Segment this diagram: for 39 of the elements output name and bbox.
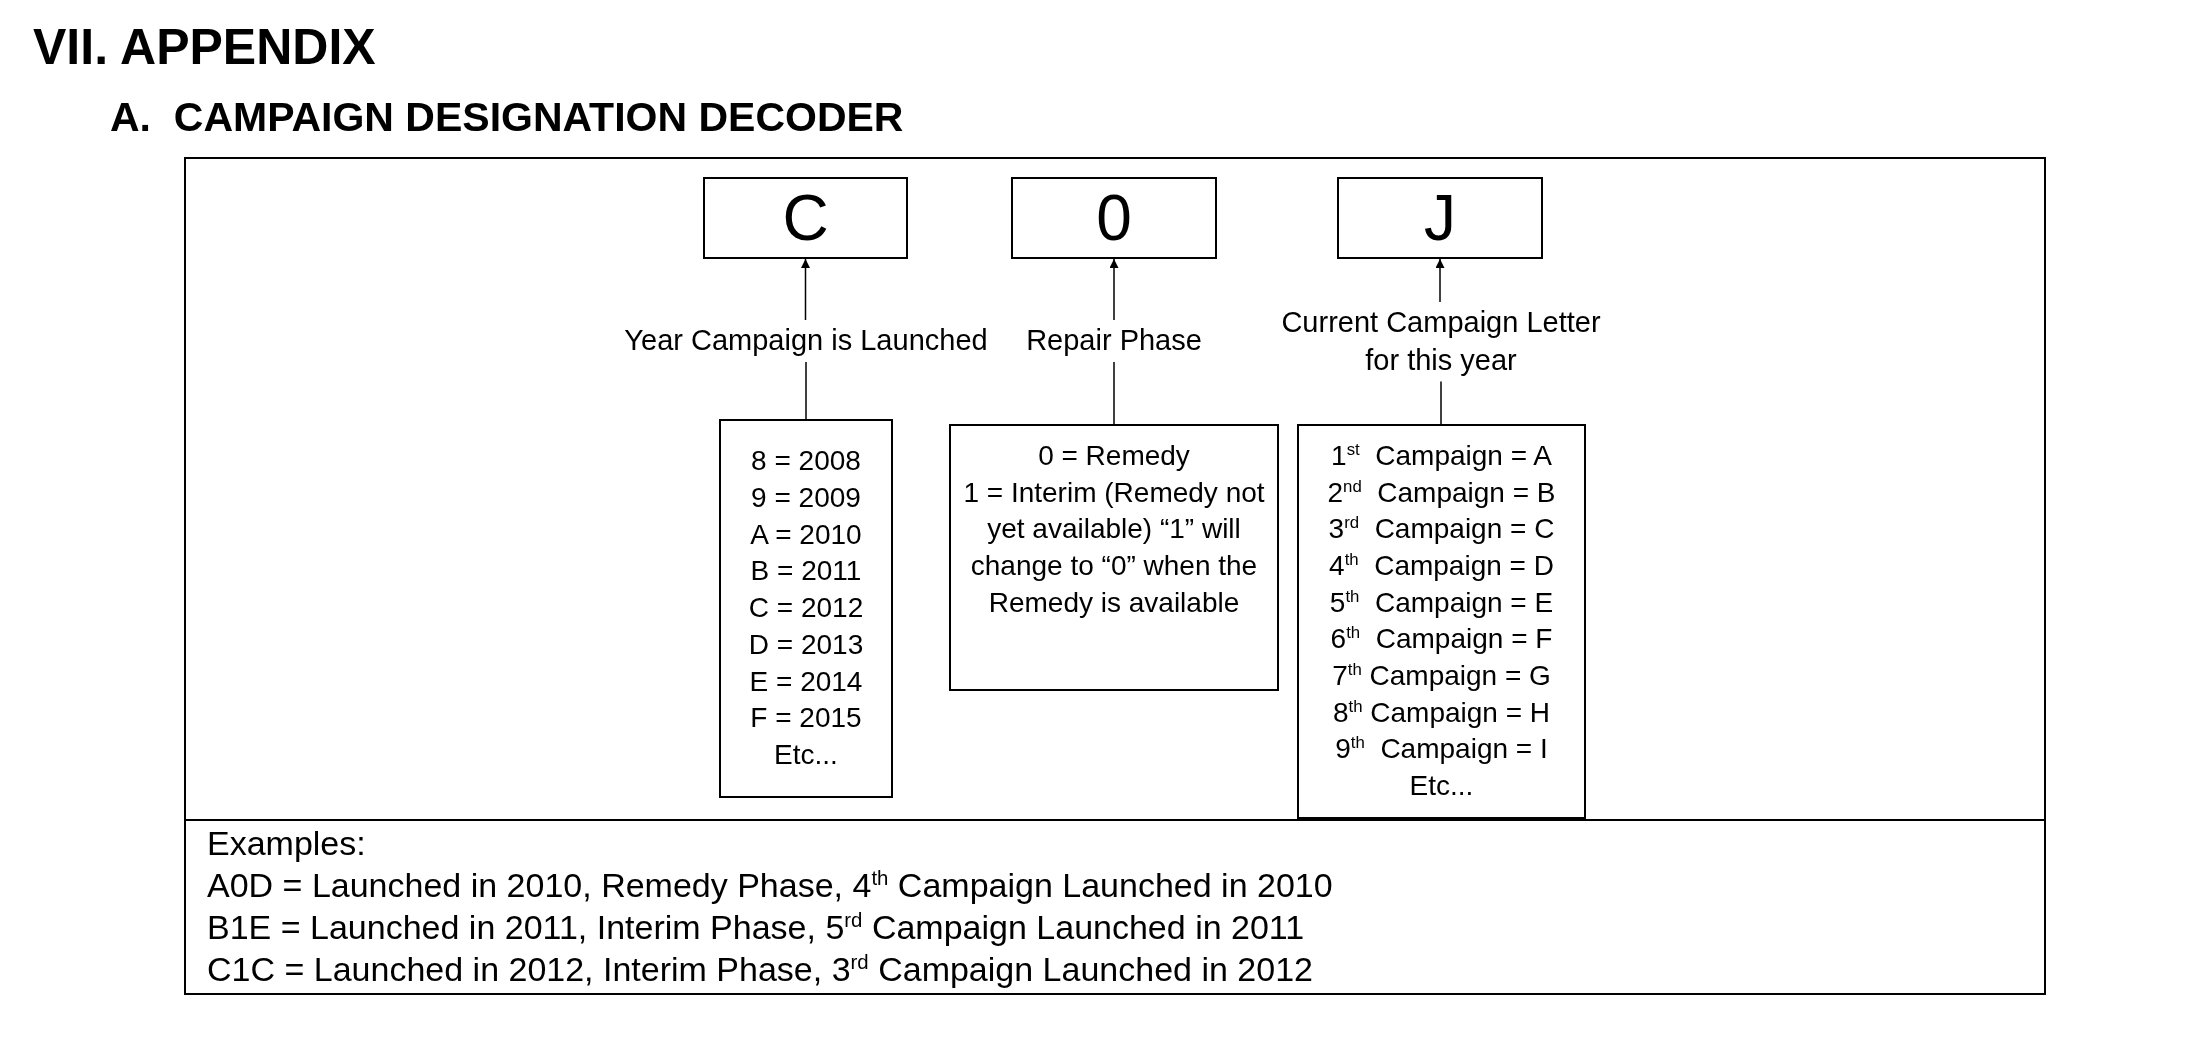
section-heading: A. CAMPAIGN DESIGNATION DECODER [110, 94, 904, 141]
connector-line [1440, 380, 1442, 425]
letter-box: J [1337, 177, 1543, 259]
list-text: C = 2012 [747, 591, 865, 626]
list-text: B = 2011 [749, 554, 863, 589]
arrow [1109, 258, 1119, 321]
code-list-box [949, 424, 1279, 691]
list-text: 9$^{th}$ Campaign = I [1334, 732, 1549, 767]
arrow [801, 258, 810, 321]
code-list-box [1297, 424, 1586, 819]
list-text: E = 2014 [748, 664, 864, 699]
list-text: 8$^{th}$ Campaign = H [1331, 695, 1552, 730]
list-text: 0 = Remedy [1037, 439, 1191, 473]
example-line: B1E = Launched in 2011, Interim Phase, 5$^{rd}$ Campaign Launched in 2011 [207, 908, 1305, 947]
letter-box: C [703, 177, 908, 259]
example-line: A0D = Launched in 2010, Remedy Phase, 4$^{th}$ Campaign Launched in 2010 [207, 866, 1333, 905]
list-text: 2$^{nd}$ Campaign = B [1326, 475, 1557, 510]
list-text: 4$^{th}$ Campaign = D [1328, 548, 1555, 583]
connector-line [1113, 360, 1115, 425]
list-text: 3$^{rd}$ Campaign = C [1327, 512, 1556, 547]
list-text: 8 = 2008 [750, 444, 862, 479]
list-text: 6$^{th}$ Campaign = F [1329, 622, 1554, 657]
list-text: A = 2010 [749, 517, 863, 552]
page-title: VII. APPENDIX [33, 18, 376, 76]
list-text: Etc... [1408, 769, 1475, 804]
list-text: D = 2013 [747, 627, 865, 662]
list-text: 5$^{th}$ Campaign = E [1328, 585, 1555, 620]
list-text: 7$^{th}$ Campaign = G [1331, 658, 1552, 694]
list-text: F = 2015 [749, 701, 863, 736]
example-line: C1C = Launched in 2012, Interim Phase, 3$^{rd}$ Campaign Launched in 2012 [207, 950, 1313, 989]
list-text: Etc... [773, 737, 839, 772]
connector-line [805, 360, 807, 420]
examples-heading: Examples: [207, 824, 366, 863]
code-list-box [719, 419, 893, 798]
letter-box: 0 [1011, 177, 1217, 259]
list-text: 1 = Interim (Remedy not yet available) “1” will change to “0” when the Remedy is available [962, 475, 1266, 620]
arrow [1435, 258, 1445, 303]
list-text: 1$^{st}$ Campaign = A [1330, 438, 1553, 473]
list-text: 9 = 2009 [750, 481, 862, 516]
